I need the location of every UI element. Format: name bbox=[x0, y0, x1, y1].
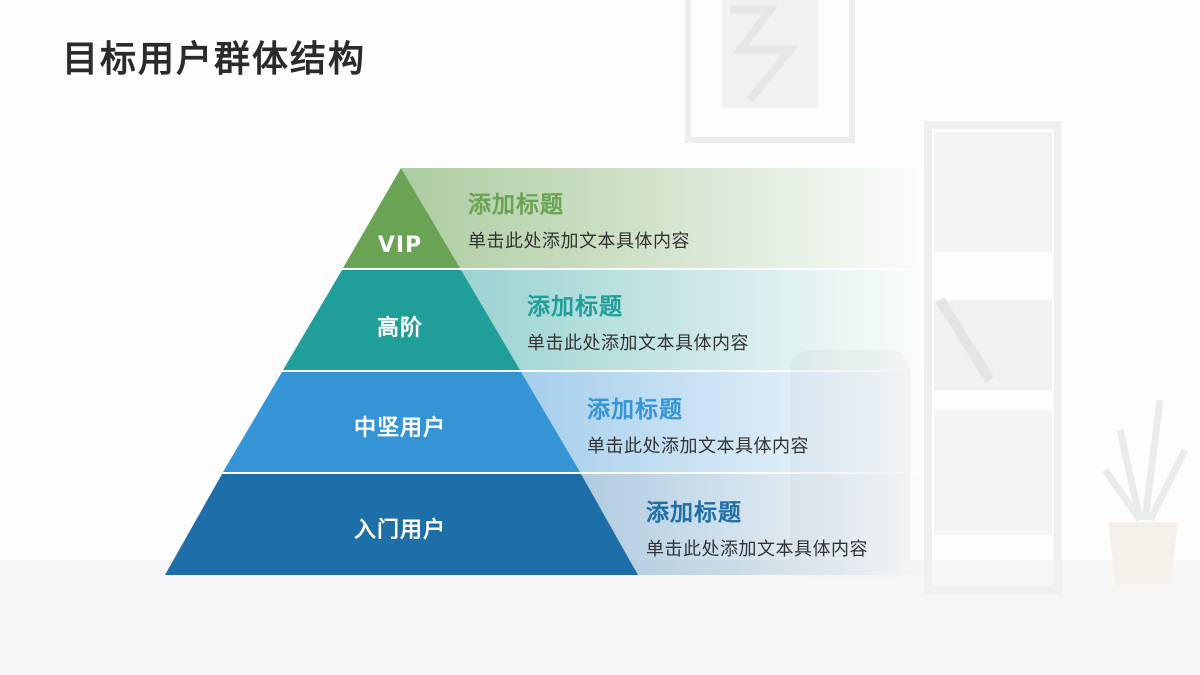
tier-label-vip: VIP bbox=[377, 233, 423, 258]
tier-label-entry: 入门用户 bbox=[353, 518, 446, 543]
potted-plant bbox=[1102, 399, 1189, 585]
tier-heading: 添加标题 bbox=[468, 192, 564, 218]
tier-body-text: 单击此处添加文本具体内容 bbox=[587, 436, 809, 457]
tier-heading: 添加标题 bbox=[646, 500, 742, 526]
tier-body-text: 单击此处添加文本具体内容 bbox=[646, 539, 868, 560]
tier-advanced-shape bbox=[283, 270, 520, 370]
tier-label-advanced: 高阶 bbox=[376, 316, 423, 341]
tier-fade-core bbox=[519, 372, 930, 472]
tier-fade-vip bbox=[401, 168, 930, 268]
tier-body-text: 单击此处添加文本具体内容 bbox=[527, 333, 749, 354]
tier-heading: 添加标题 bbox=[587, 397, 683, 423]
tier-vip-shape bbox=[343, 168, 460, 268]
tier-fade-entry bbox=[578, 474, 930, 575]
tier-label-core: 中坚用户 bbox=[353, 416, 446, 441]
picture-frame bbox=[685, 0, 855, 143]
tier-heading: 添加标题 bbox=[527, 294, 623, 320]
tier-core-shape bbox=[223, 372, 580, 472]
tier-entry-shape bbox=[165, 474, 638, 575]
tier-description-vip: 添加标题 单击此处添加文本具体内容 bbox=[468, 185, 690, 253]
tier-description-core: 添加标题 单击此处添加文本具体内容 bbox=[587, 390, 809, 458]
tier-description-advanced: 添加标题 单击此处添加文本具体内容 bbox=[527, 287, 749, 355]
page-title: 目标用户群体结构 bbox=[62, 39, 367, 80]
tier-description-entry: 添加标题 单击此处添加文本具体内容 bbox=[646, 493, 868, 561]
tier-fade-advanced bbox=[460, 270, 930, 370]
tier-body-text: 单击此处添加文本具体内容 bbox=[468, 231, 690, 252]
